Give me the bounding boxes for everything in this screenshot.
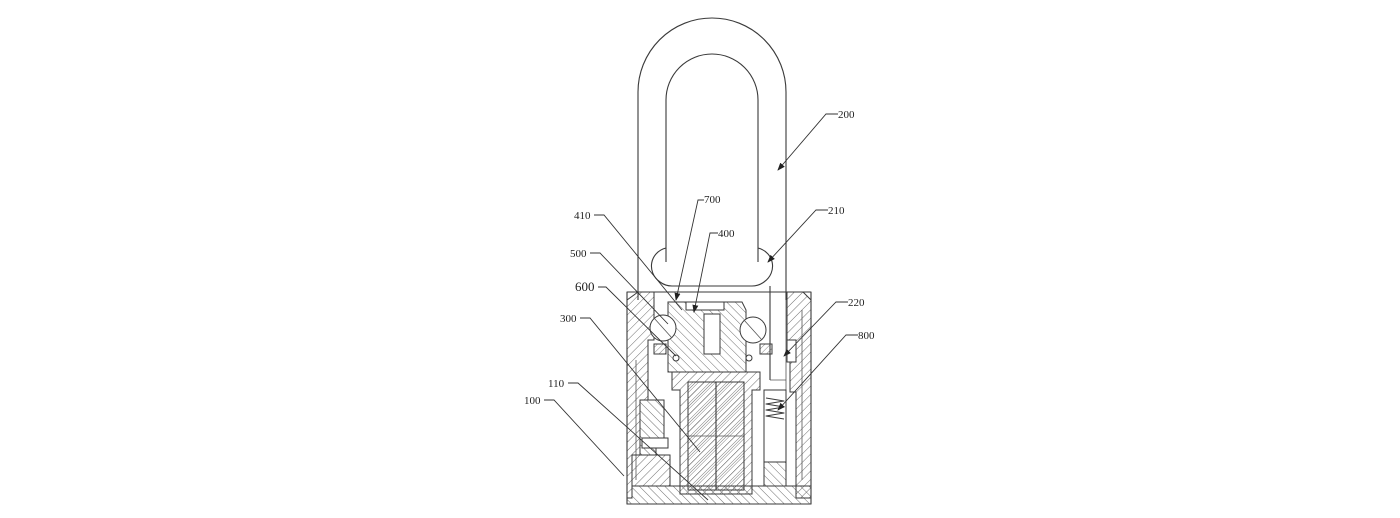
shackle-inner-outline: [666, 54, 758, 262]
label-410: 410: [574, 210, 591, 222]
label-700: 700: [704, 194, 721, 206]
label-100: 100: [524, 395, 541, 407]
label-300: 300: [560, 313, 577, 325]
label-800: 800: [858, 330, 875, 342]
shackle-left-bulge: [651, 248, 672, 286]
leader-400: [694, 233, 718, 312]
label-110: 110: [548, 378, 565, 390]
housing-slot: [704, 314, 720, 354]
pin-right: [746, 355, 752, 361]
bottom-block: [632, 455, 670, 486]
spring-seat: [764, 462, 786, 486]
label-500: 500: [570, 248, 587, 260]
label-200: 200: [838, 109, 855, 121]
leader-100: [544, 400, 624, 476]
seal-left: [654, 344, 666, 354]
leader-210: [768, 210, 828, 262]
label-400: 400: [718, 228, 735, 240]
leader-200: [778, 114, 838, 170]
label-220: 220: [848, 297, 865, 309]
body-right-wall: [787, 292, 811, 498]
label-600: 600: [575, 279, 595, 294]
seal-right: [760, 344, 772, 354]
shackle-right-bulge: [752, 248, 773, 286]
housing-top-notch: [686, 302, 724, 310]
small-slot: [642, 438, 668, 448]
label-210: 210: [828, 205, 845, 217]
shackle-outer-outline: [638, 18, 786, 300]
